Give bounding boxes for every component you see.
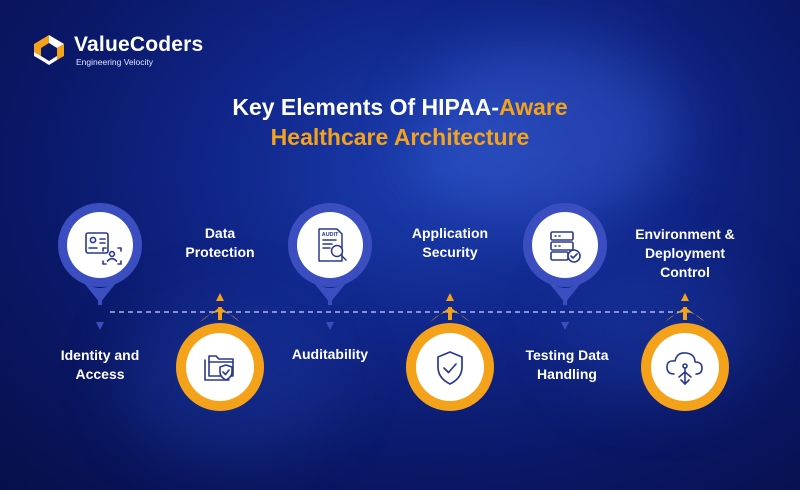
node-identity-access [58, 203, 142, 330]
label-line: Control [660, 264, 710, 280]
id-card-face-scan-icon [85, 232, 122, 265]
label-auditability: Auditability [275, 345, 385, 364]
node-testing-data [523, 203, 607, 330]
label-line: Security [422, 244, 478, 260]
label-line: Application [411, 225, 489, 241]
shield-check-icon [437, 351, 463, 385]
server-check-icon [550, 231, 581, 263]
audit-document-magnifier-icon [318, 228, 347, 262]
label-identity-access: Identity and Access [45, 346, 155, 384]
label-line: Environment & [635, 226, 735, 242]
folders-shield-icon [204, 355, 234, 381]
label-line: Identity and [60, 347, 140, 363]
node-auditability [288, 203, 372, 330]
node-application-security [406, 293, 494, 411]
label-line: Access [75, 366, 125, 382]
label-environment-deployment: Environment & Deployment Control [615, 225, 755, 282]
brand-tagline: Engineering Velocity [76, 56, 154, 67]
label-application-security: Application Security [390, 224, 510, 262]
title-line-1-text: Key Elements Of HIPAA- [232, 94, 500, 120]
label-line: Auditability [291, 346, 369, 362]
label-line: Handling [537, 366, 597, 382]
brand-logo: ValueCoders Engineering Velocity [30, 30, 203, 70]
title-line-1-accent: Aware [499, 94, 568, 120]
title-line-2: Healthcare Architecture [270, 124, 530, 150]
label-line: Protection [185, 244, 255, 260]
label-line: Deployment [644, 245, 726, 261]
brand-name: ValueCoders [74, 32, 204, 56]
label-testing-data: Testing Data Handling [507, 346, 627, 384]
node-data-protection [176, 293, 264, 411]
label-data-protection: Data Protection [165, 224, 275, 262]
label-line: Data [204, 225, 236, 241]
audit-doc-text: AUDIT [322, 232, 339, 238]
cloud-deploy-icon [666, 352, 703, 385]
node-environment-deployment [641, 293, 729, 411]
page-title: Key Elements Of HIPAA-Aware Healthcare A… [0, 92, 800, 152]
valuecoders-logo-icon [34, 35, 64, 65]
title-line-1: Key Elements Of HIPAA-Aware [0, 92, 800, 122]
label-line: Testing Data [525, 347, 609, 363]
